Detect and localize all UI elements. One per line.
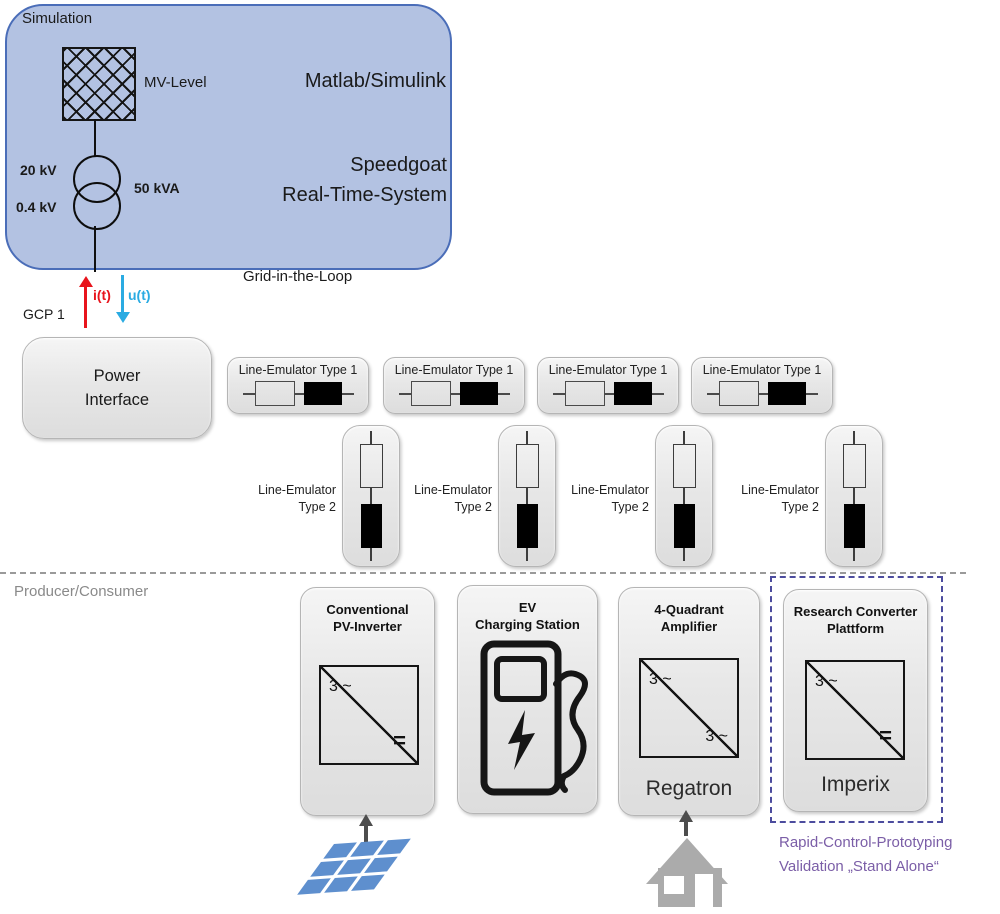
speedgoat-label: Speedgoat Real-Time-System: [220, 150, 447, 210]
stand-alone-dashed-frame: [770, 576, 943, 823]
load-flow-arrow-icon: [679, 810, 693, 822]
resistor-type1-icon: [228, 381, 368, 406]
line-emulator-type1-label: Line-Emulator Type 1: [238, 363, 358, 377]
producer-consumer-label: Producer/Consumer: [14, 583, 149, 600]
power-interface-line2: Interface: [84, 391, 150, 409]
power-interface-line1: Power: [93, 367, 141, 385]
voltage-arrow-icon: [116, 312, 130, 323]
resistor-type2-icon: [826, 426, 882, 561]
ev-charger-icon: [480, 640, 588, 796]
imperix-brand-label: Imperix: [821, 773, 890, 796]
speedgoat-line1: Speedgoat: [350, 154, 447, 176]
converter-symbol-icon: 3 ~ 3 ~: [639, 658, 739, 758]
house-icon: [646, 838, 728, 907]
load-flow-arrow-shaft: [684, 821, 688, 836]
rating-label: 50 kVA: [134, 180, 180, 196]
line-emulator-type1-box: Line-Emulator Type 1: [691, 357, 833, 414]
line-emulator-type1-label: Line-Emulator Type 1: [394, 363, 514, 377]
power-interface-box: Power Interface: [22, 337, 212, 439]
grid-in-the-loop-label: Grid-in-the-Loop: [243, 268, 353, 285]
simulation-title: Simulation: [22, 10, 93, 27]
line-emulator-type2-box: [342, 425, 400, 567]
pv-flow-arrow-shaft: [364, 825, 368, 848]
line-emulator-type1-box: Line-Emulator Type 1: [383, 357, 525, 414]
rapid-control-annotation: Rapid-Control-Prototyping Validation „St…: [779, 831, 952, 879]
simulation-box: [5, 4, 452, 270]
gcp-label: GCP 1: [23, 306, 65, 322]
annotation-line1: Rapid-Control-Prototyping: [779, 834, 953, 851]
resistor-type1-icon: [692, 381, 832, 406]
feeder-line-top: [94, 119, 96, 157]
current-signal-label: i(t): [93, 287, 111, 303]
dc-symbol: =: [393, 728, 406, 753]
speedgoat-line2: Real-Time-System: [282, 184, 447, 206]
ac-symbol: 3 ~: [705, 728, 728, 745]
voltage-arrow-shaft: [121, 275, 124, 313]
line-emulator-type2-box: [498, 425, 556, 567]
resistor-type2-icon: [656, 426, 712, 561]
hv-label: 20 kV: [20, 162, 57, 178]
ac-symbol: 3 ~: [329, 678, 352, 695]
lv-label: 0.4 kV: [16, 199, 57, 215]
line-emulator-type1-label: Line-Emulator Type 1: [702, 363, 822, 377]
line-emulator-type2-box: [655, 425, 713, 567]
converter-symbol-icon: 3 ~ =: [319, 665, 419, 765]
line-emulator-type2-box: [825, 425, 883, 567]
transformer-icon: [73, 182, 121, 230]
resistor-type2-icon: [343, 426, 399, 561]
ac-symbol: 3 ~: [815, 673, 838, 690]
resistor-type1-icon: [538, 381, 678, 406]
mv-grid-icon: [62, 47, 136, 121]
voltage-signal-label: u(t): [128, 287, 151, 303]
current-arrow-shaft: [84, 286, 87, 328]
ac-symbol: 3 ~: [649, 671, 672, 688]
pv-flow-arrow-icon: [359, 814, 373, 826]
power-interface-label: Power Interface: [23, 364, 211, 412]
line-emulator-type1-box: Line-Emulator Type 1: [227, 357, 369, 414]
converter-symbol-icon: 3 ~ =: [805, 660, 905, 760]
current-arrow-icon: [79, 276, 93, 287]
matlab-simulink-label: Matlab/Simulink: [304, 70, 446, 92]
dc-symbol: =: [879, 723, 892, 748]
resistor-type1-icon: [384, 381, 524, 406]
solar-panel-icon: [297, 838, 411, 895]
feeder-line-bottom: [94, 226, 96, 272]
line-emulator-type1-label: Line-Emulator Type 1: [548, 363, 668, 377]
producer-consumer-divider: [0, 572, 966, 574]
line-emulator-type1-box: Line-Emulator Type 1: [537, 357, 679, 414]
annotation-line2: Validation „Stand Alone“: [779, 858, 939, 875]
regatron-brand-label: Regatron: [645, 777, 733, 800]
mv-level-label: MV-Level: [144, 74, 207, 91]
resistor-type2-icon: [499, 426, 555, 561]
